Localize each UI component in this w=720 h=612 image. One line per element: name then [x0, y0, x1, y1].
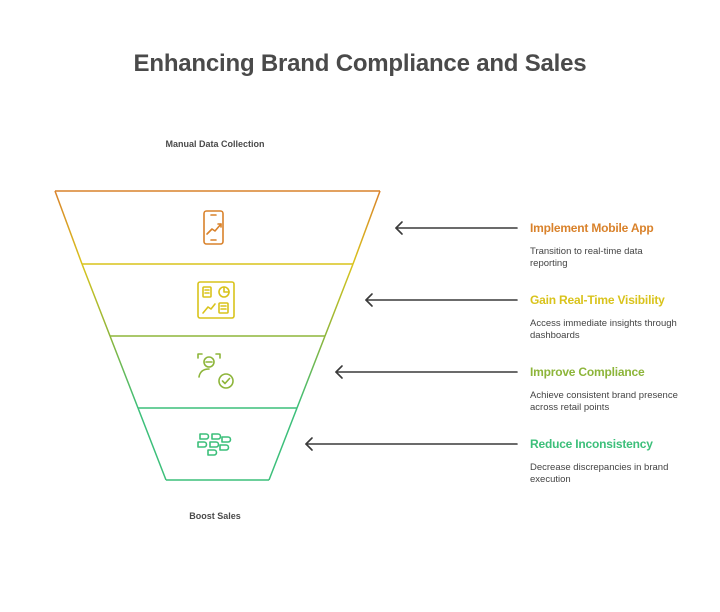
stage-3-title: Improve Compliance [530, 365, 645, 379]
stage-1-left-edge [54, 190, 83, 265]
mobile-chart-icon [203, 210, 224, 245]
stage-3-right-edge [296, 335, 326, 409]
stage-4-title: Reduce Inconsistency [530, 437, 653, 451]
funnel-stage-1 [54, 190, 381, 265]
funnel-bottom-label: Boost Sales [189, 511, 241, 521]
arrow-stage-2 [365, 293, 518, 307]
arrow-stage-3 [335, 365, 518, 379]
stage-2-left-edge [81, 263, 111, 337]
funnel-stage-4 [137, 407, 298, 481]
funnel-stage-2 [81, 263, 354, 337]
stage-1-description: Transition to real-time data reporting [530, 246, 643, 269]
stage-1-right-edge [352, 190, 381, 265]
stage-4-description: Decrease discrepancies in brand executio… [530, 462, 669, 485]
stage-2-description: Access immediate insights through dashbo… [530, 318, 677, 341]
stage-2-title: Gain Real-Time Visibility [530, 293, 665, 307]
stage-4-left-edge [137, 407, 167, 481]
arrow-stage-4 [305, 437, 518, 451]
user-check-icon [197, 353, 234, 389]
stage-3-description: Achieve consistent brand presence across… [530, 390, 678, 413]
arrow-stage-1 [395, 221, 518, 235]
stage-1-title: Implement Mobile App [530, 221, 654, 235]
funnel-stage-3 [109, 335, 326, 409]
funnel-top-label: Manual Data Collection [165, 139, 265, 149]
stage-4-right-edge [268, 407, 298, 481]
dashboard-icon [197, 281, 235, 319]
diagram-title: Enhancing Brand Compliance and Sales [133, 50, 587, 77]
stage-3-left-edge [109, 335, 139, 409]
blocks-icon [197, 433, 232, 456]
stage-2-right-edge [324, 263, 354, 337]
